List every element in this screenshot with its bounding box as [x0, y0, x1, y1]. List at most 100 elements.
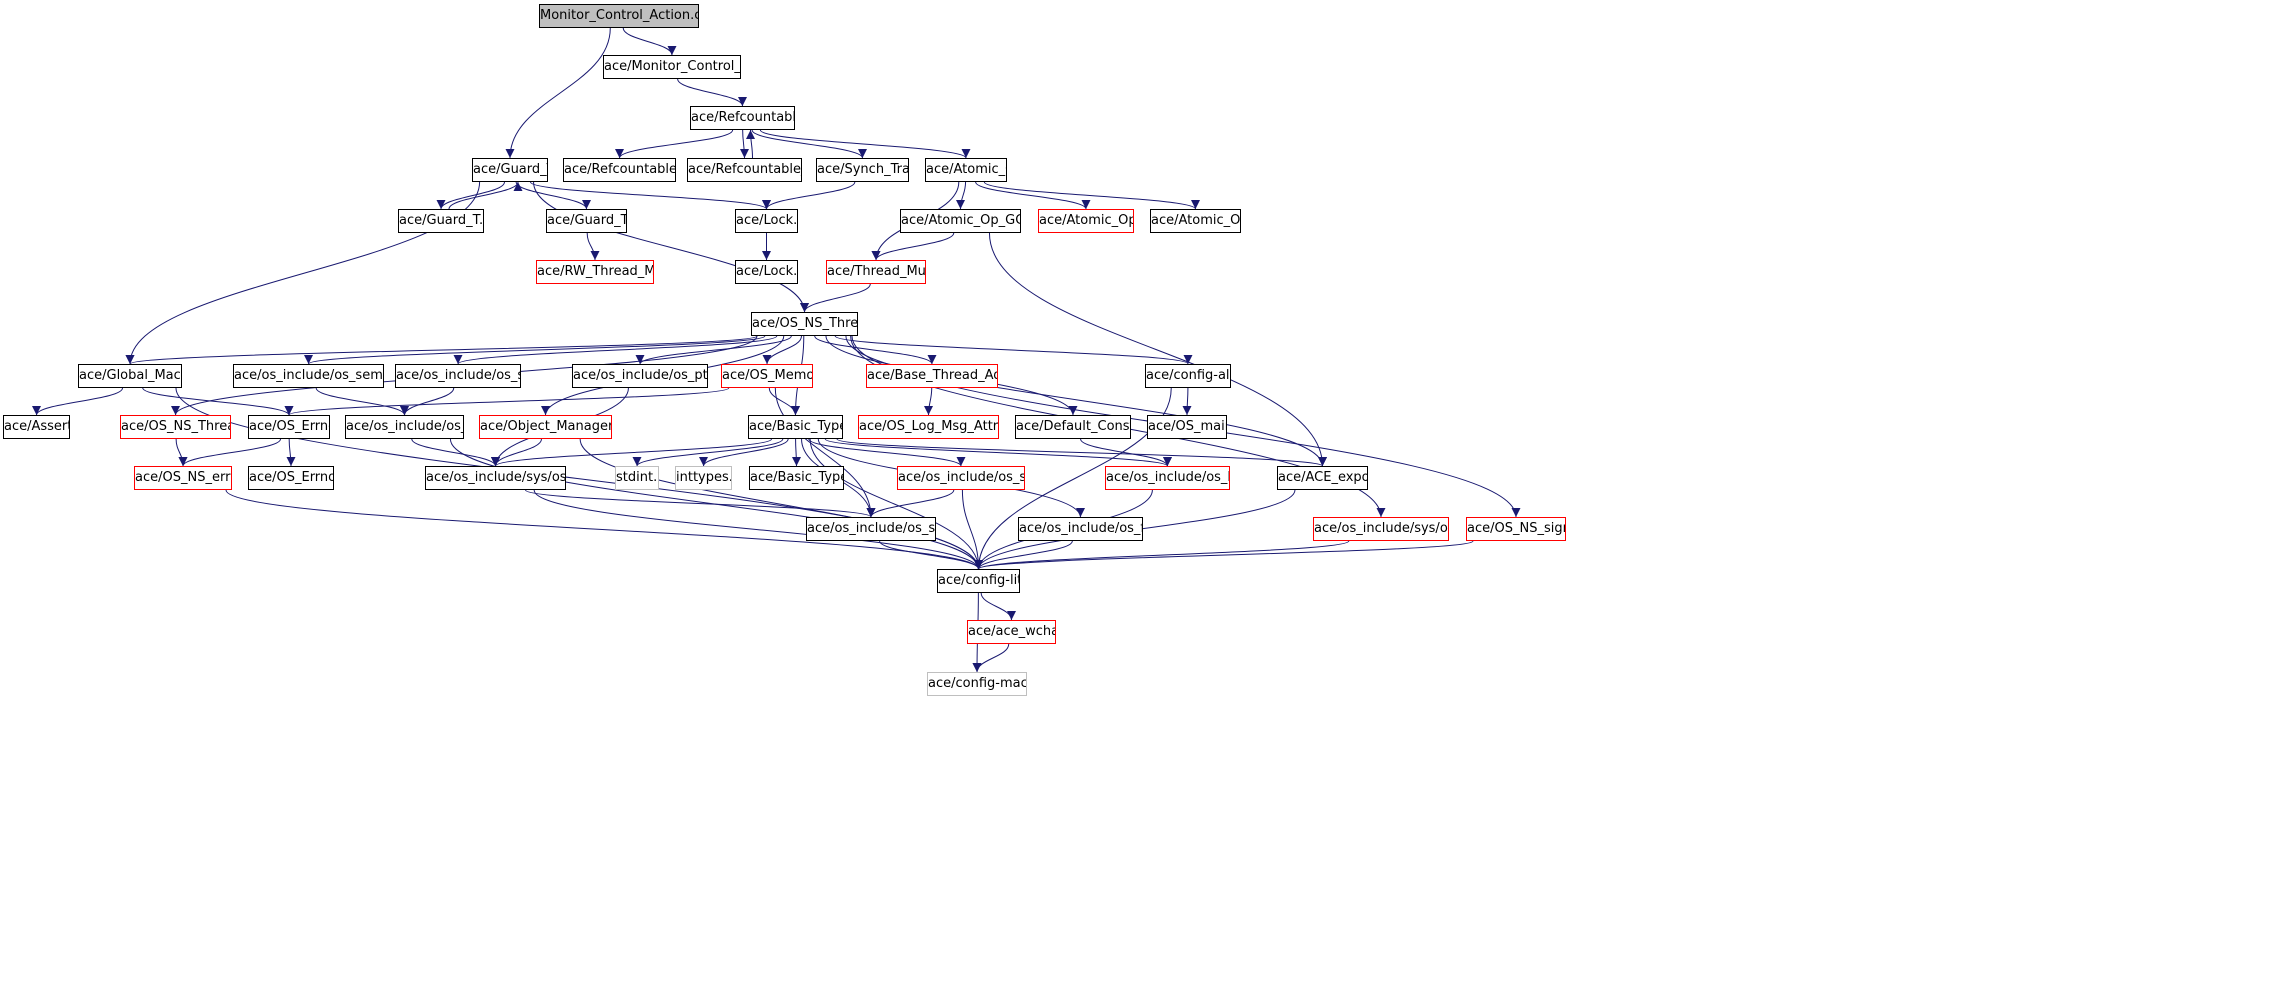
node-os-semaphore[interactable]: ace/os_include/os_semaphore.h [233, 364, 384, 388]
edge-os-sched-to-os-time [400, 387, 455, 416]
node-atomic-op[interactable]: ace/Atomic_Op.h [925, 158, 1007, 182]
edge-atomic-gcc-to-thread-mutex [871, 232, 955, 261]
node-refcountable-cpp[interactable]: ace/Refcountable_T.cpp [687, 158, 802, 182]
node-atomic-op-t[interactable]: ace/Atomic_Op_T.h [1038, 209, 1134, 233]
edge-monitor-h-to-refcountable-h [677, 78, 747, 107]
edge-os-stdlib-to-config-lite [961, 489, 983, 570]
edge-os-ns-thread-to-os-semaphore [304, 335, 766, 365]
edge-refcountable-h-to-refcountable-cpp [739, 129, 749, 159]
edge-guard-h-to-os-ns-thread [533, 181, 809, 313]
edge-basic-types-to-ace-export [836, 438, 1327, 467]
node-os-errno[interactable]: ace/OS_Errno.h [248, 415, 330, 439]
edge-global-macros-to-assert-h [32, 387, 124, 416]
edge-os-semaphore-to-os-time [315, 387, 409, 416]
node-os-ns-thread[interactable]: ace/OS_NS_Thread.h [751, 312, 858, 336]
edge-os-memory-to-os-errno [284, 387, 730, 416]
edge-config-all-to-os-main [1182, 387, 1192, 416]
edge-os-errno-to-os-errno-inl [286, 438, 296, 467]
edge-sys-sem-to-config-lite [974, 540, 1350, 570]
node-sys-types[interactable]: ace/os_include/sys/os_types.h [425, 466, 566, 490]
node-os-float[interactable]: ace/os_include/os_float.h [1018, 517, 1143, 541]
node-config-macros[interactable]: ace/config-macros.h [927, 672, 1027, 696]
node-basic-types[interactable]: ace/Basic_Types.h [748, 415, 843, 439]
edge-refcountable-h-to-atomic-op [759, 129, 971, 159]
edge-synch-traits-to-lock-h [762, 181, 856, 210]
node-basic-inl[interactable]: ace/Basic_Types.inl [749, 466, 844, 490]
edge-atomic-gcc-to-ace-export [988, 232, 1327, 467]
node-base-thread[interactable]: ace/Base_Thread_Adapter.h [866, 364, 998, 388]
node-os-pthread[interactable]: ace/os_include/os_pthread.h [572, 364, 708, 388]
node-os-limits[interactable]: ace/os_include/os_limits.h [1105, 466, 1230, 490]
edge-sys-types-to-os-stddef [525, 489, 876, 518]
node-global-macros[interactable]: ace/Global_Macros.h [78, 364, 182, 388]
edge-base-thread-to-os-log [924, 387, 934, 416]
node-obj-mgr[interactable]: ace/Object_Manager_Base.h [479, 415, 612, 439]
edge-default-const-to-os-limits [1080, 438, 1172, 467]
edge-ace-wchar-to-config-macros [972, 643, 1010, 673]
edge-basic-types-to-config-lite [809, 438, 983, 570]
edge-guard-h-to-lock-h [530, 181, 771, 210]
edge-os-ns-thread-to-config-all [834, 335, 1193, 365]
edge-sys-types-to-config-lite [533, 489, 983, 570]
node-os-stddef[interactable]: ace/os_include/os_stddef.h [806, 517, 936, 541]
node-guard-h[interactable]: ace/Guard_T.h [472, 158, 548, 182]
node-os-memory[interactable]: ace/OS_Memory.h [721, 364, 813, 388]
edge-os-memory-to-os-stddef [774, 387, 876, 518]
edge-monitor-cpp-to-monitor-h [622, 27, 677, 56]
node-refcountable-inl[interactable]: ace/Refcountable_T.inl [563, 158, 676, 182]
node-os-errno-inl[interactable]: ace/OS_Errno.inl [248, 466, 334, 490]
edge-guard-cpp-to-guard-h [448, 181, 523, 210]
node-inttypes[interactable]: inttypes.h [675, 466, 732, 490]
node-monitor-h[interactable]: ace/Monitor_Control_Action.h [603, 55, 741, 79]
node-os-ns-thread-inl[interactable]: ace/OS_NS_Thread.inl [120, 415, 231, 439]
node-ace-wchar[interactable]: ace/ace_wchar.h [967, 620, 1056, 644]
node-config-all[interactable]: ace/config-all.h [1145, 364, 1231, 388]
node-refcountable-h[interactable]: ace/Refcountable_T.h [690, 106, 795, 130]
edge-basic-types-to-basic-inl [791, 438, 801, 467]
edge-monitor-cpp-to-guard-h [505, 27, 611, 159]
edge-refcountable-h-to-refcountable-inl [615, 129, 734, 159]
node-ace-export[interactable]: ace/ACE_export.h [1277, 466, 1368, 490]
edge-os-ns-signal-to-config-lite [974, 540, 1474, 570]
edge-guard-h-to-guard-inl [515, 181, 591, 210]
node-os-ns-signal[interactable]: ace/OS_NS_signal.h [1466, 517, 1566, 541]
node-os-sched[interactable]: ace/os_include/os_sched.h [395, 364, 521, 388]
node-os-log[interactable]: ace/OS_Log_Msg_Attributes.h [858, 415, 999, 439]
edge-os-ns-thread-to-os-sched [453, 335, 778, 365]
edge-os-ns-thread-to-os-pthread [635, 335, 792, 365]
edge-os-stdlib-to-os-stddef [866, 489, 955, 518]
node-guard-cpp[interactable]: ace/Guard_T.cpp [398, 209, 484, 233]
node-stdint[interactable]: stdint.h [615, 466, 659, 490]
edge-atomic-op-to-atomic-op-t [975, 181, 1091, 210]
edge-os-ns-thread-inl-to-os-ns-errno [175, 438, 188, 467]
edge-refcountable-h-to-synch-traits [751, 129, 867, 159]
node-default-const[interactable]: ace/Default_Constants.h [1015, 415, 1131, 439]
node-os-time[interactable]: ace/os_include/os_time.h [345, 415, 464, 439]
edge-os-time-to-sys-types [411, 438, 500, 467]
node-atomic-inl[interactable]: ace/Atomic_Op.inl [1150, 209, 1241, 233]
node-sys-sem[interactable]: ace/os_include/sys/os_sem.h [1313, 517, 1449, 541]
node-os-main[interactable]: ace/OS_main.h [1147, 415, 1227, 439]
node-lock-inl[interactable]: ace/Lock.inl [735, 260, 798, 284]
node-atomic-gcc[interactable]: ace/Atomic_Op_GCC_T.h [900, 209, 1021, 233]
node-assert-h[interactable]: ace/Assert.h [3, 415, 70, 439]
node-thread-mutex[interactable]: ace/Thread_Mutex.h [826, 260, 926, 284]
node-os-ns-errno[interactable]: ace/OS_NS_errno.h [134, 466, 232, 490]
edge-os-errno-to-os-ns-errno [178, 438, 282, 467]
edge-refcountable-cpp-to-refcountable-h [746, 129, 756, 159]
node-lock-h[interactable]: ace/Lock.h [735, 209, 798, 233]
node-config-lite[interactable]: ace/config-lite.h [937, 569, 1020, 593]
edge-basic-types-to-os-stdlib [808, 438, 966, 467]
node-monitor-cpp[interactable]: Monitor_Control_Action.cpp [539, 4, 699, 28]
edge-os-ns-thread-to-global-macros [125, 335, 758, 365]
node-synch-traits[interactable]: ace/Synch_Traits.h [816, 158, 909, 182]
node-rw-mutex[interactable]: ace/RW_Thread_Mutex.h [536, 260, 654, 284]
edge-basic-types-to-stdint [632, 438, 784, 467]
node-guard-inl[interactable]: ace/Guard_T.inl [546, 209, 627, 233]
edge-os-memory-to-basic-types [768, 387, 800, 416]
edge-thread-mutex-to-os-ns-thread [800, 283, 871, 313]
edge-basic-types-to-sys-types [491, 438, 772, 467]
node-os-stdlib[interactable]: ace/os_include/os_stdlib.h [897, 466, 1025, 490]
